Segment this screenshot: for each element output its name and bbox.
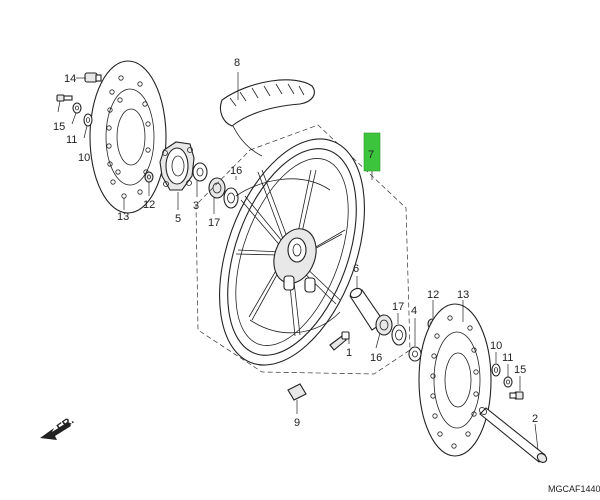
seal-17-right[interactable] (391, 324, 407, 346)
callout-16-left[interactable]: 16 (230, 165, 242, 177)
callout-15-left[interactable]: 15 (53, 121, 65, 133)
callout-11-left[interactable]: 11 (66, 134, 77, 146)
washer-10-right[interactable] (491, 363, 501, 377)
washer-11-right[interactable] (503, 376, 513, 388)
callout-7[interactable]: 7 (368, 149, 374, 161)
callouts: 14 15 11 10 13 12 5 3 8 16 17 7 6 17 4 1… (53, 57, 538, 429)
wheel-rim[interactable] (192, 119, 393, 385)
reference-code: MGCAF1440 (548, 484, 600, 494)
front-direction-arrow: FR. (40, 414, 76, 440)
leader-lines (57, 72, 539, 451)
collar-3[interactable] (192, 162, 208, 182)
callout-12-left[interactable]: 12 (143, 199, 155, 211)
callout-13-left[interactable]: 13 (117, 211, 129, 223)
bolt-15-right[interactable] (509, 391, 524, 400)
nut-12-left[interactable] (144, 171, 154, 183)
bearing-16-left[interactable] (208, 177, 226, 199)
collar-4[interactable] (408, 346, 422, 362)
callout-17-left[interactable]: 17 (208, 217, 220, 229)
tire[interactable] (219, 79, 315, 157)
balance-weight[interactable] (287, 383, 307, 401)
callout-10-right[interactable]: 10 (490, 340, 502, 352)
callout-6[interactable]: 6 (353, 263, 359, 275)
washer-11-left[interactable] (72, 102, 82, 114)
callout-11-right[interactable]: 11 (502, 352, 513, 364)
callout-17-right[interactable]: 17 (392, 301, 404, 313)
highlight-box-7 (363, 132, 381, 172)
callout-2[interactable]: 2 (532, 413, 538, 425)
callout-3[interactable]: 3 (193, 200, 199, 212)
callout-15-right[interactable]: 15 (514, 364, 526, 376)
callout-5[interactable]: 5 (175, 213, 181, 225)
seal-17-left[interactable] (223, 187, 239, 209)
callout-1[interactable]: 1 (346, 347, 352, 359)
callout-8[interactable]: 8 (234, 57, 240, 69)
axle[interactable] (478, 406, 548, 464)
callout-9[interactable]: 9 (294, 417, 300, 429)
valve-stem[interactable] (329, 331, 350, 351)
callout-12-right[interactable]: 12 (427, 289, 439, 301)
callout-4[interactable]: 4 (411, 305, 417, 317)
left-brake-disc[interactable] (89, 60, 167, 214)
bolt-15-left[interactable] (56, 94, 73, 102)
bolt-14[interactable] (84, 72, 102, 83)
callout-13-right[interactable]: 13 (457, 289, 469, 301)
callout-16-right[interactable]: 16 (370, 352, 382, 364)
washer-10-left[interactable] (83, 113, 93, 127)
hub-flange-left[interactable] (159, 141, 195, 191)
bearing-16-right[interactable] (375, 314, 393, 336)
callout-14-left[interactable]: 14 (64, 73, 76, 85)
callout-10-left[interactable]: 10 (78, 152, 90, 164)
right-brake-disc[interactable] (418, 303, 492, 457)
